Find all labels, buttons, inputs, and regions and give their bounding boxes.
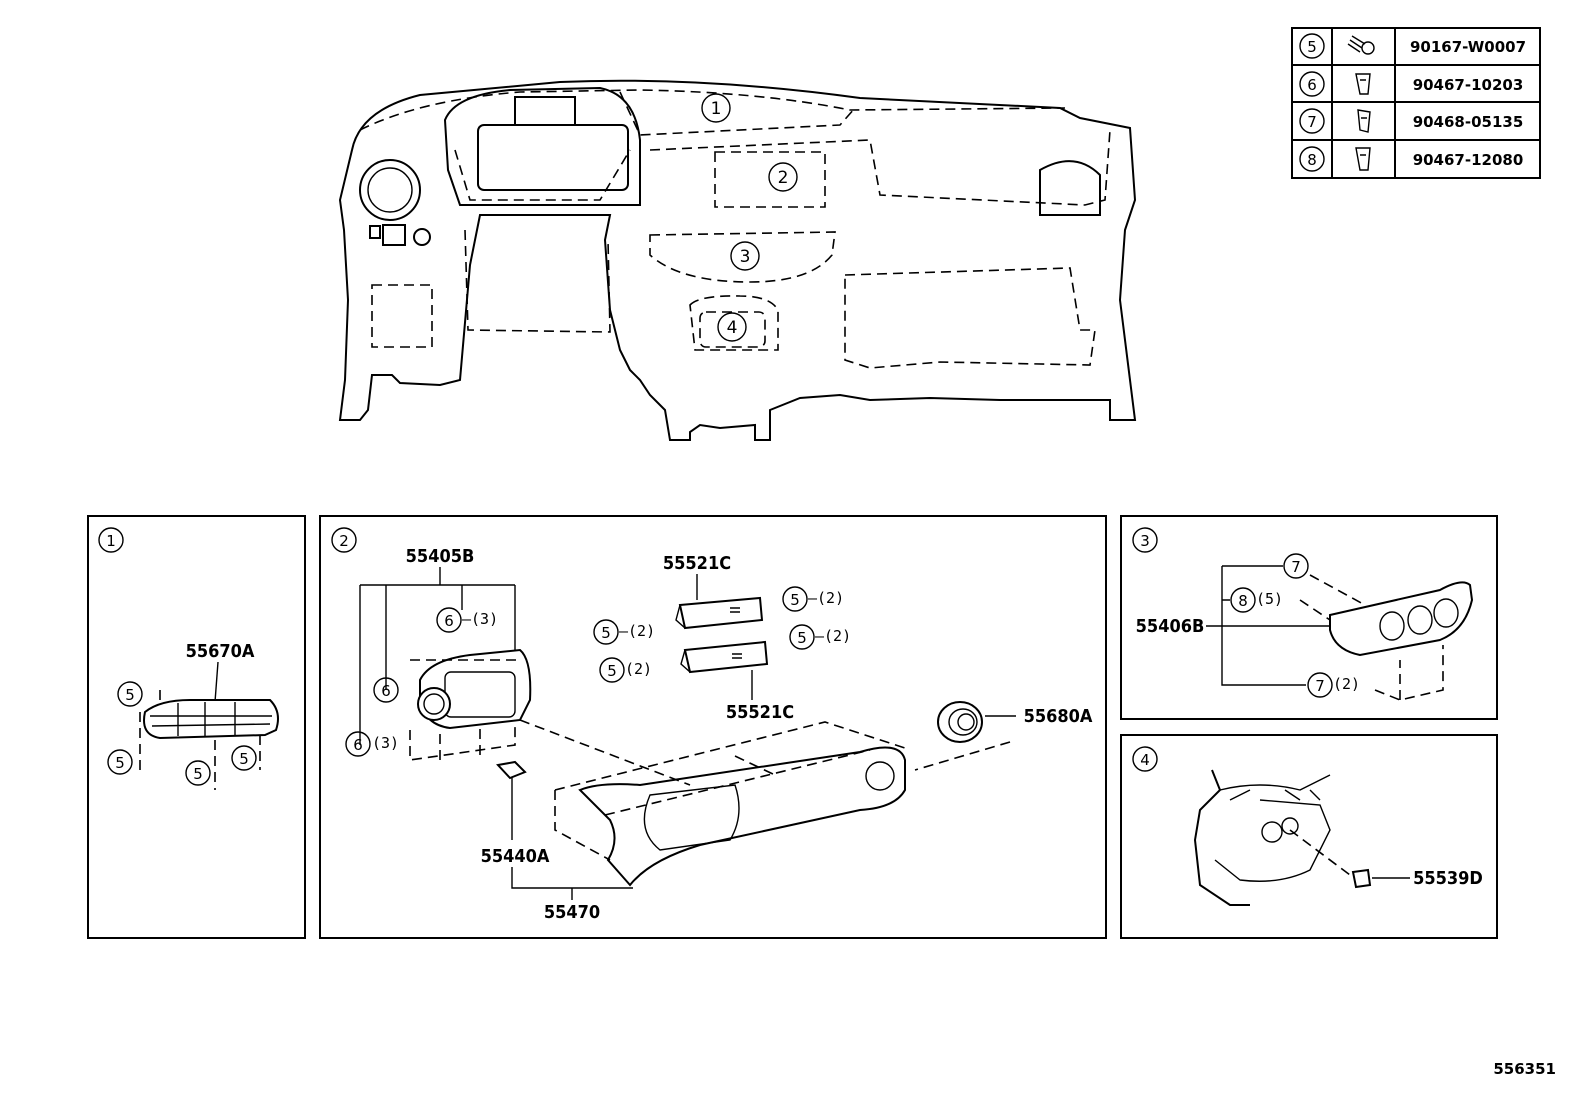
svg-text:5: 5 [790, 591, 800, 609]
svg-text:5: 5 [797, 629, 807, 647]
svg-text:(2): (2) [625, 660, 652, 678]
svg-text:5: 5 [115, 754, 125, 772]
svg-text:(3): (3) [372, 734, 399, 752]
clip-icon [1357, 109, 1371, 133]
part-number-label[interactable]: 55521C [726, 702, 794, 723]
overview-callout-3[interactable]: 3 [730, 241, 760, 271]
lower-dash-trim-part[interactable] [578, 746, 906, 887]
panel-number: 3 [1140, 532, 1150, 550]
detail-panel-3: 3 55406B 7 8 (5) 7 (2) [1120, 515, 1498, 720]
part-number-label[interactable]: 55405B [406, 546, 475, 567]
svg-text:1: 1 [711, 99, 722, 119]
part-number-label[interactable]: 55539D [1413, 868, 1483, 889]
svg-text:5: 5 [601, 624, 611, 642]
part-number-label[interactable]: 55680A [1024, 706, 1093, 727]
knob-part[interactable] [937, 701, 983, 743]
svg-text:–(3): –(3) [462, 610, 498, 628]
detail-panel-2: 2 55405B 6 –(3) 6 6 (3) 55521C 5 –(2) 5 … [319, 515, 1107, 939]
svg-text:6: 6 [444, 612, 454, 630]
part-number-label[interactable]: 55440A [481, 846, 550, 867]
svg-text:5: 5 [1307, 38, 1317, 56]
table-row: 8 90467-12080 [1299, 146, 1524, 172]
svg-text:–(2): –(2) [619, 622, 655, 640]
detail-panel-1: 1 55670A 5 5 5 5 [87, 515, 306, 939]
svg-text:–(2): –(2) [808, 589, 844, 607]
detail-panel-4: 4 55539D [1120, 734, 1498, 939]
svg-text:7: 7 [1315, 677, 1325, 695]
table-row: 5 90167-W0007 [1299, 33, 1526, 59]
clip-icon [1355, 73, 1371, 95]
climate-control-panel-part[interactable] [1329, 581, 1474, 657]
svg-text:–(2): –(2) [815, 627, 851, 645]
svg-text:90467-10203: 90467-10203 [1413, 76, 1524, 94]
svg-text:3: 3 [740, 247, 751, 267]
overview-callout-2[interactable]: 2 [768, 162, 798, 192]
panel-number: 1 [106, 532, 116, 550]
table-row: 6 90467-10203 [1299, 71, 1524, 97]
switch-plug-part[interactable] [1351, 868, 1372, 889]
svg-text:8: 8 [1238, 592, 1248, 610]
svg-text:90468-05135: 90468-05135 [1413, 113, 1524, 131]
svg-text:(5): (5) [1256, 590, 1283, 608]
diagram-code: 556351 [1493, 1060, 1556, 1078]
svg-text:6: 6 [1307, 76, 1317, 94]
panel-number: 4 [1140, 751, 1150, 769]
svg-text:90167-W0007: 90167-W0007 [1410, 38, 1526, 56]
svg-text:5: 5 [125, 686, 135, 704]
svg-text:7: 7 [1307, 113, 1317, 131]
svg-text:2: 2 [778, 168, 789, 188]
svg-text:7: 7 [1291, 558, 1301, 576]
table-row: 7 90468-05135 [1299, 108, 1524, 134]
svg-text:6: 6 [381, 682, 391, 700]
dashboard-overview: 1 2 3 4 [338, 79, 1137, 441]
svg-text:6: 6 [353, 736, 363, 754]
svg-text:5: 5 [607, 662, 617, 680]
svg-text:8: 8 [1307, 151, 1317, 169]
part-number-label[interactable]: 55470 [544, 902, 600, 923]
switch-pad-part[interactable] [678, 596, 764, 630]
part-number-label[interactable]: 55406B [1136, 616, 1205, 637]
switch-pad-part[interactable] [683, 640, 769, 674]
part-number-label[interactable]: 55670A [186, 641, 255, 662]
panel-number: 2 [339, 532, 349, 550]
svg-text:4: 4 [727, 318, 738, 338]
svg-text:5: 5 [193, 765, 203, 783]
svg-text:5: 5 [239, 750, 249, 768]
overview-callout-4[interactable]: 4 [717, 312, 747, 342]
svg-text:90467-12080: 90467-12080 [1413, 151, 1524, 169]
overview-callout-1[interactable]: 1 [701, 93, 731, 123]
clip-part[interactable] [496, 760, 527, 780]
fastener-table: 5 90167-W0007 6 90467-10203 7 90468-0513… [1291, 27, 1541, 179]
part-number-label[interactable]: 55521C [663, 553, 731, 574]
bolt-icon [1347, 35, 1375, 55]
clip-icon [1355, 147, 1371, 171]
center-vent-part[interactable] [143, 699, 279, 740]
svg-text:(2): (2) [1333, 675, 1360, 693]
